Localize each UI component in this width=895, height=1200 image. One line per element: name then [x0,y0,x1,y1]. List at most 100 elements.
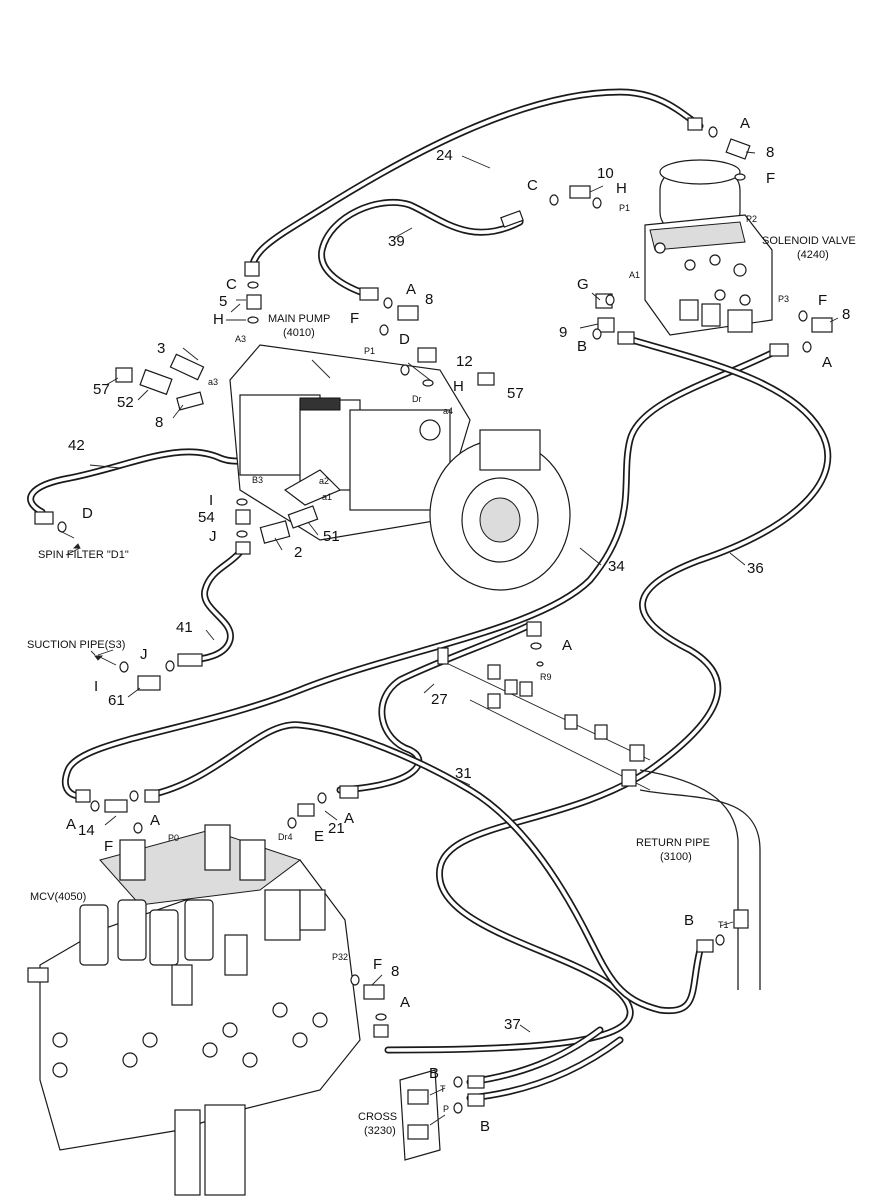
connection-letter: A [562,637,572,654]
part-number: 42 [68,437,85,454]
solenoid-valve [644,159,773,336]
cross-code: (3230) [364,1125,396,1137]
mcv [27,824,361,1196]
connection-letter: B [577,338,587,355]
part-number: 2 [294,544,302,561]
part-number: 57 [93,381,110,398]
part-number: 10 [597,165,614,182]
connection-letter: C [527,177,538,194]
part-number: 8 [391,963,399,980]
cross-label: CROSS [358,1111,397,1123]
fitting-cluster [437,647,651,791]
main-pump [229,344,571,591]
port-label: Dr4 [278,832,293,842]
part-number: 14 [78,822,95,839]
return-pipe-label: RETURN PIPE [636,837,710,849]
port-label: P2 [746,214,757,224]
part-number: 36 [747,560,764,577]
port-label: a1 [322,492,332,502]
connection-letter: F [818,292,827,309]
port-label: R9 [540,672,552,682]
connection-letter: D [399,331,410,348]
port-label: T1 [718,920,729,930]
connection-letter: A [406,281,416,298]
part-number: 8 [766,144,774,161]
port-label: P1 [364,346,375,356]
fittings [34,117,833,1114]
hose-34 [61,346,782,800]
leader-lines [57,151,839,1126]
hose-31 [146,721,704,1015]
hose-36 [384,334,832,1054]
connection-letter: D [82,505,93,522]
connection-letter: H [213,311,224,328]
part-number: 5 [219,293,227,310]
port-label: T [440,1084,446,1094]
part-number: 61 [108,692,125,709]
part-number: 37 [504,1016,521,1033]
connection-letter: A [344,810,354,827]
solenoid-valve-code: (4240) [797,249,829,261]
part-number: 54 [198,509,215,526]
part-number: 52 [117,394,134,411]
hose-24 [248,88,704,276]
spin-filter-label: SPIN FILTER "D1" [38,549,129,561]
hose-37 [466,1026,624,1102]
part-number: 24 [436,147,453,164]
connection-letter: A [66,816,76,833]
connection-letter: J [140,646,148,663]
connection-letter: B [480,1118,490,1135]
connection-letter: I [94,678,98,695]
part-number: 57 [507,385,524,402]
connection-letter: F [373,956,382,973]
connection-letter: I [209,492,213,509]
port-label: Dr [412,394,422,404]
return-pipe [639,769,761,990]
connection-letter: H [453,378,464,395]
mcv-label: MCV(4050) [30,891,86,903]
part-number: 8 [842,306,850,323]
part-number: 27 [431,691,448,708]
connection-letter: F [350,310,359,327]
connection-letter: E [314,828,324,845]
part-number: 21 [328,820,345,837]
connection-letter: F [104,838,113,855]
connection-letter: H [616,180,627,197]
connection-letter: A [400,994,410,1011]
port-label: A1 [629,270,640,280]
part-number: 3 [157,340,165,357]
return-pipe-code: (3100) [660,851,692,863]
part-number: 39 [388,233,405,250]
port-label: a4 [443,406,453,416]
port-label: P0 [168,833,179,843]
port-label: a2 [319,476,329,486]
part-number: 34 [608,558,625,575]
port-label: a3 [208,377,218,387]
connection-letter: A [740,115,750,132]
hose-41 [181,548,244,664]
solenoid-valve-label: SOLENOID VALVE [762,235,856,247]
hose-39 [318,198,524,300]
connection-letter: A [150,812,160,829]
suction-pipe-label: SUCTION PIPE(S3) [27,639,125,651]
connection-letter: J [209,528,217,545]
connection-letter: B [684,912,694,929]
port-label: B3 [252,475,263,485]
part-number: 12 [456,353,473,370]
connection-letter: A [822,354,832,371]
connection-letter: F [766,170,775,187]
port-label: P1 [619,203,630,213]
part-number: 41 [176,619,193,636]
main-pump-code: (4010) [283,327,315,339]
part-number: 9 [559,324,567,341]
connection-letter: C [226,276,237,293]
part-number: 8 [425,291,433,308]
port-label: A3 [235,334,246,344]
connection-letter: B [429,1065,439,1082]
port-label: P32 [332,952,348,962]
hose-27 [336,621,534,794]
port-label: P3 [778,294,789,304]
main-pump-label: MAIN PUMP [268,313,330,325]
